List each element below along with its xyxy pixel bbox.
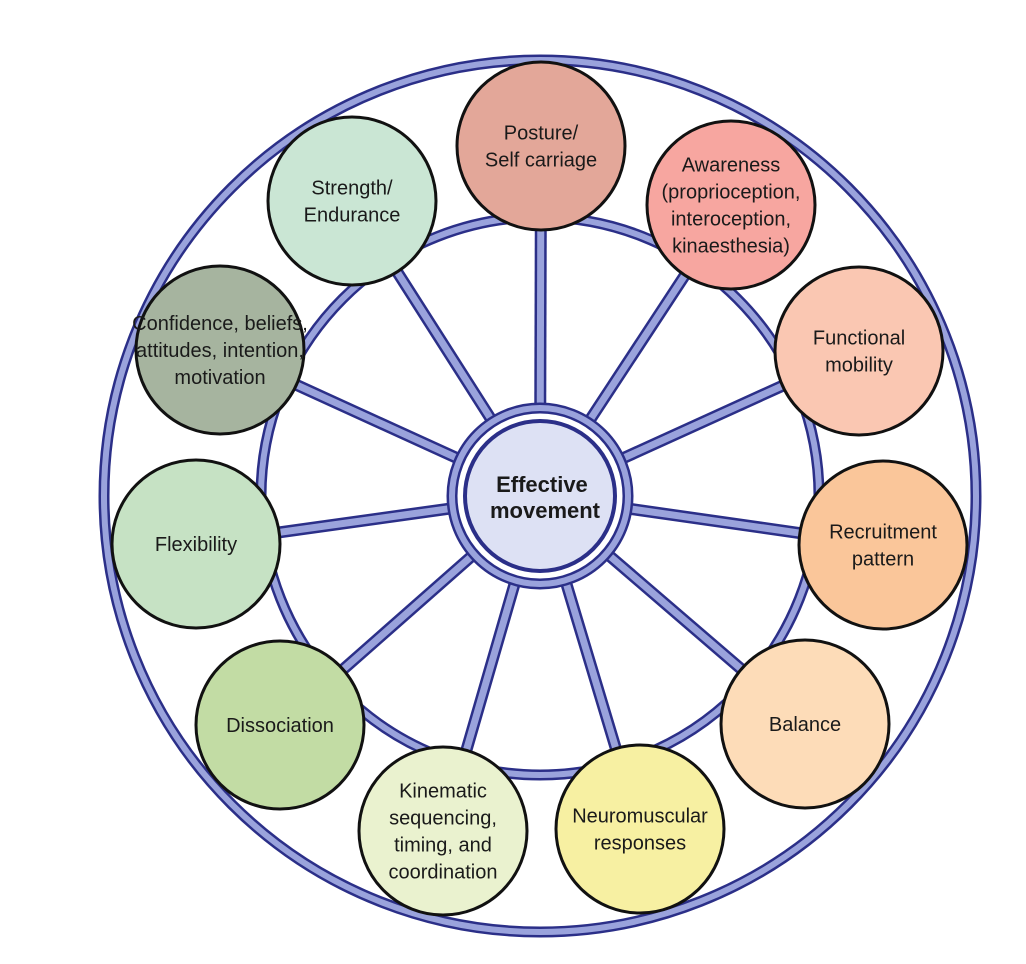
node-label-confidence: Confidence, beliefs, attitudes, intention…: [132, 313, 308, 389]
node-label-line: kinaesthesia): [672, 236, 790, 258]
node-label-line: (proprioception,: [662, 182, 801, 204]
node-functional-mobility: Functional mobility: [773, 265, 945, 437]
spoke-strength-endurance-inner: [392, 266, 496, 424]
spoke-confidence-inner: [291, 380, 462, 463]
hub-outer-ring-line: [449, 405, 631, 587]
node-label-line: Recruitment: [829, 522, 937, 544]
node-label-line: Confidence, beliefs,: [132, 313, 308, 335]
center-label: Effective movement: [490, 472, 601, 523]
node-flexibility: Flexibility: [110, 458, 282, 630]
node-circle-confidence: [134, 264, 306, 436]
outer-rim-inner-line: [101, 57, 979, 935]
center-hub: Effective movement: [446, 402, 634, 590]
node-label-functional-mobility: Functional mobility: [813, 328, 905, 377]
hub-circle: [463, 419, 617, 573]
node-label-line: attitudes, intention,: [136, 340, 304, 362]
node-circle-posture: [455, 60, 627, 232]
node-label-posture: Posture/Self carriage: [485, 123, 597, 172]
node-circle-strength-endurance: [266, 115, 438, 287]
node-label-line: coordination: [389, 862, 498, 884]
node-label-line: mobility: [825, 355, 893, 377]
node-kinematic-sequencing: Kinematic sequencing, timing, and coordinat…: [357, 745, 529, 917]
spoke-flexibility-inner: [274, 504, 454, 537]
node-balance: Balance: [719, 638, 891, 810]
spoke-balance-inner: [604, 550, 747, 675]
node-circle-flexibility: [110, 458, 282, 630]
node-label-line: Dissociation: [226, 715, 334, 737]
node-label-strength-endurance: Strength/Endurance: [304, 178, 401, 227]
wheel-spokes: [274, 225, 805, 756]
node-neuromuscular-responses: Neuromuscular responses: [554, 743, 726, 915]
node-label-line: Awareness: [682, 155, 781, 177]
node-label-line: Kinematic: [399, 781, 487, 803]
node-circle-dissociation: [194, 639, 366, 811]
node-label-line: motivation: [174, 367, 265, 389]
node-label-line: Strength/: [311, 178, 393, 200]
node-circle-kinematic-sequencing: [357, 745, 529, 917]
node-label-line: sequencing,: [389, 808, 497, 830]
node-circle-functional-mobility: [773, 265, 945, 437]
spoke-awareness-inner: [585, 269, 691, 425]
center-label-line-2: movement: [490, 498, 601, 523]
node-circle-balance: [719, 638, 891, 810]
node-label-kinematic-sequencing: Kinematic sequencing, timing, and coordinat…: [389, 781, 498, 884]
node-label-line: timing, and: [394, 835, 492, 857]
node-awareness: Awareness (proprioception, interoception, k…: [645, 119, 817, 291]
node-recruitment-pattern: Recruitment pattern: [797, 459, 969, 631]
node-circle-recruitment-pattern: [797, 459, 969, 631]
center-label-line-1: Effective: [496, 472, 588, 497]
node-label-recruitment-pattern: Recruitment pattern: [829, 522, 937, 571]
node-circle-neuromuscular-responses: [554, 743, 726, 915]
node-label-line: Flexibility: [155, 534, 237, 556]
node-label-line: responses: [594, 833, 686, 855]
node-label-line: Neuromuscular: [572, 806, 708, 828]
node-circle-awareness: [645, 119, 817, 291]
node-label-line: Self carriage: [485, 150, 597, 172]
node-strength-endurance: Strength/Endurance: [266, 115, 438, 287]
node-posture: Posture/Self carriage: [455, 60, 627, 232]
node-label-line: Balance: [769, 714, 841, 736]
node-label-line: Posture/: [504, 123, 579, 145]
node-label-line: Functional: [813, 328, 905, 350]
spoke-recruitment-pattern-inner: [626, 504, 805, 538]
node-label-line: pattern: [852, 549, 914, 571]
spoke-kinematic-sequencing-inner: [461, 579, 519, 756]
node-label-awareness: Awareness (proprioception, interoception, k…: [662, 155, 801, 258]
node-label-line: interoception,: [671, 209, 791, 231]
node-label-dissociation: Dissociation: [226, 715, 334, 737]
node-label-line: Endurance: [304, 205, 401, 227]
spoke-dissociation-inner: [337, 551, 477, 675]
node-dissociation: Dissociation: [194, 639, 366, 811]
node-label-neuromuscular-responses: Neuromuscular responses: [572, 806, 708, 855]
node-label-balance: Balance: [769, 714, 841, 736]
spoke-neuromuscular-responses-inner: [561, 579, 621, 754]
spoke-posture-inner: [536, 225, 545, 409]
spoke-functional-mobility-inner: [618, 380, 788, 463]
node-label-flexibility: Flexibility: [155, 534, 237, 556]
node-confidence: Confidence, beliefs, attitudes, intention…: [132, 264, 308, 436]
